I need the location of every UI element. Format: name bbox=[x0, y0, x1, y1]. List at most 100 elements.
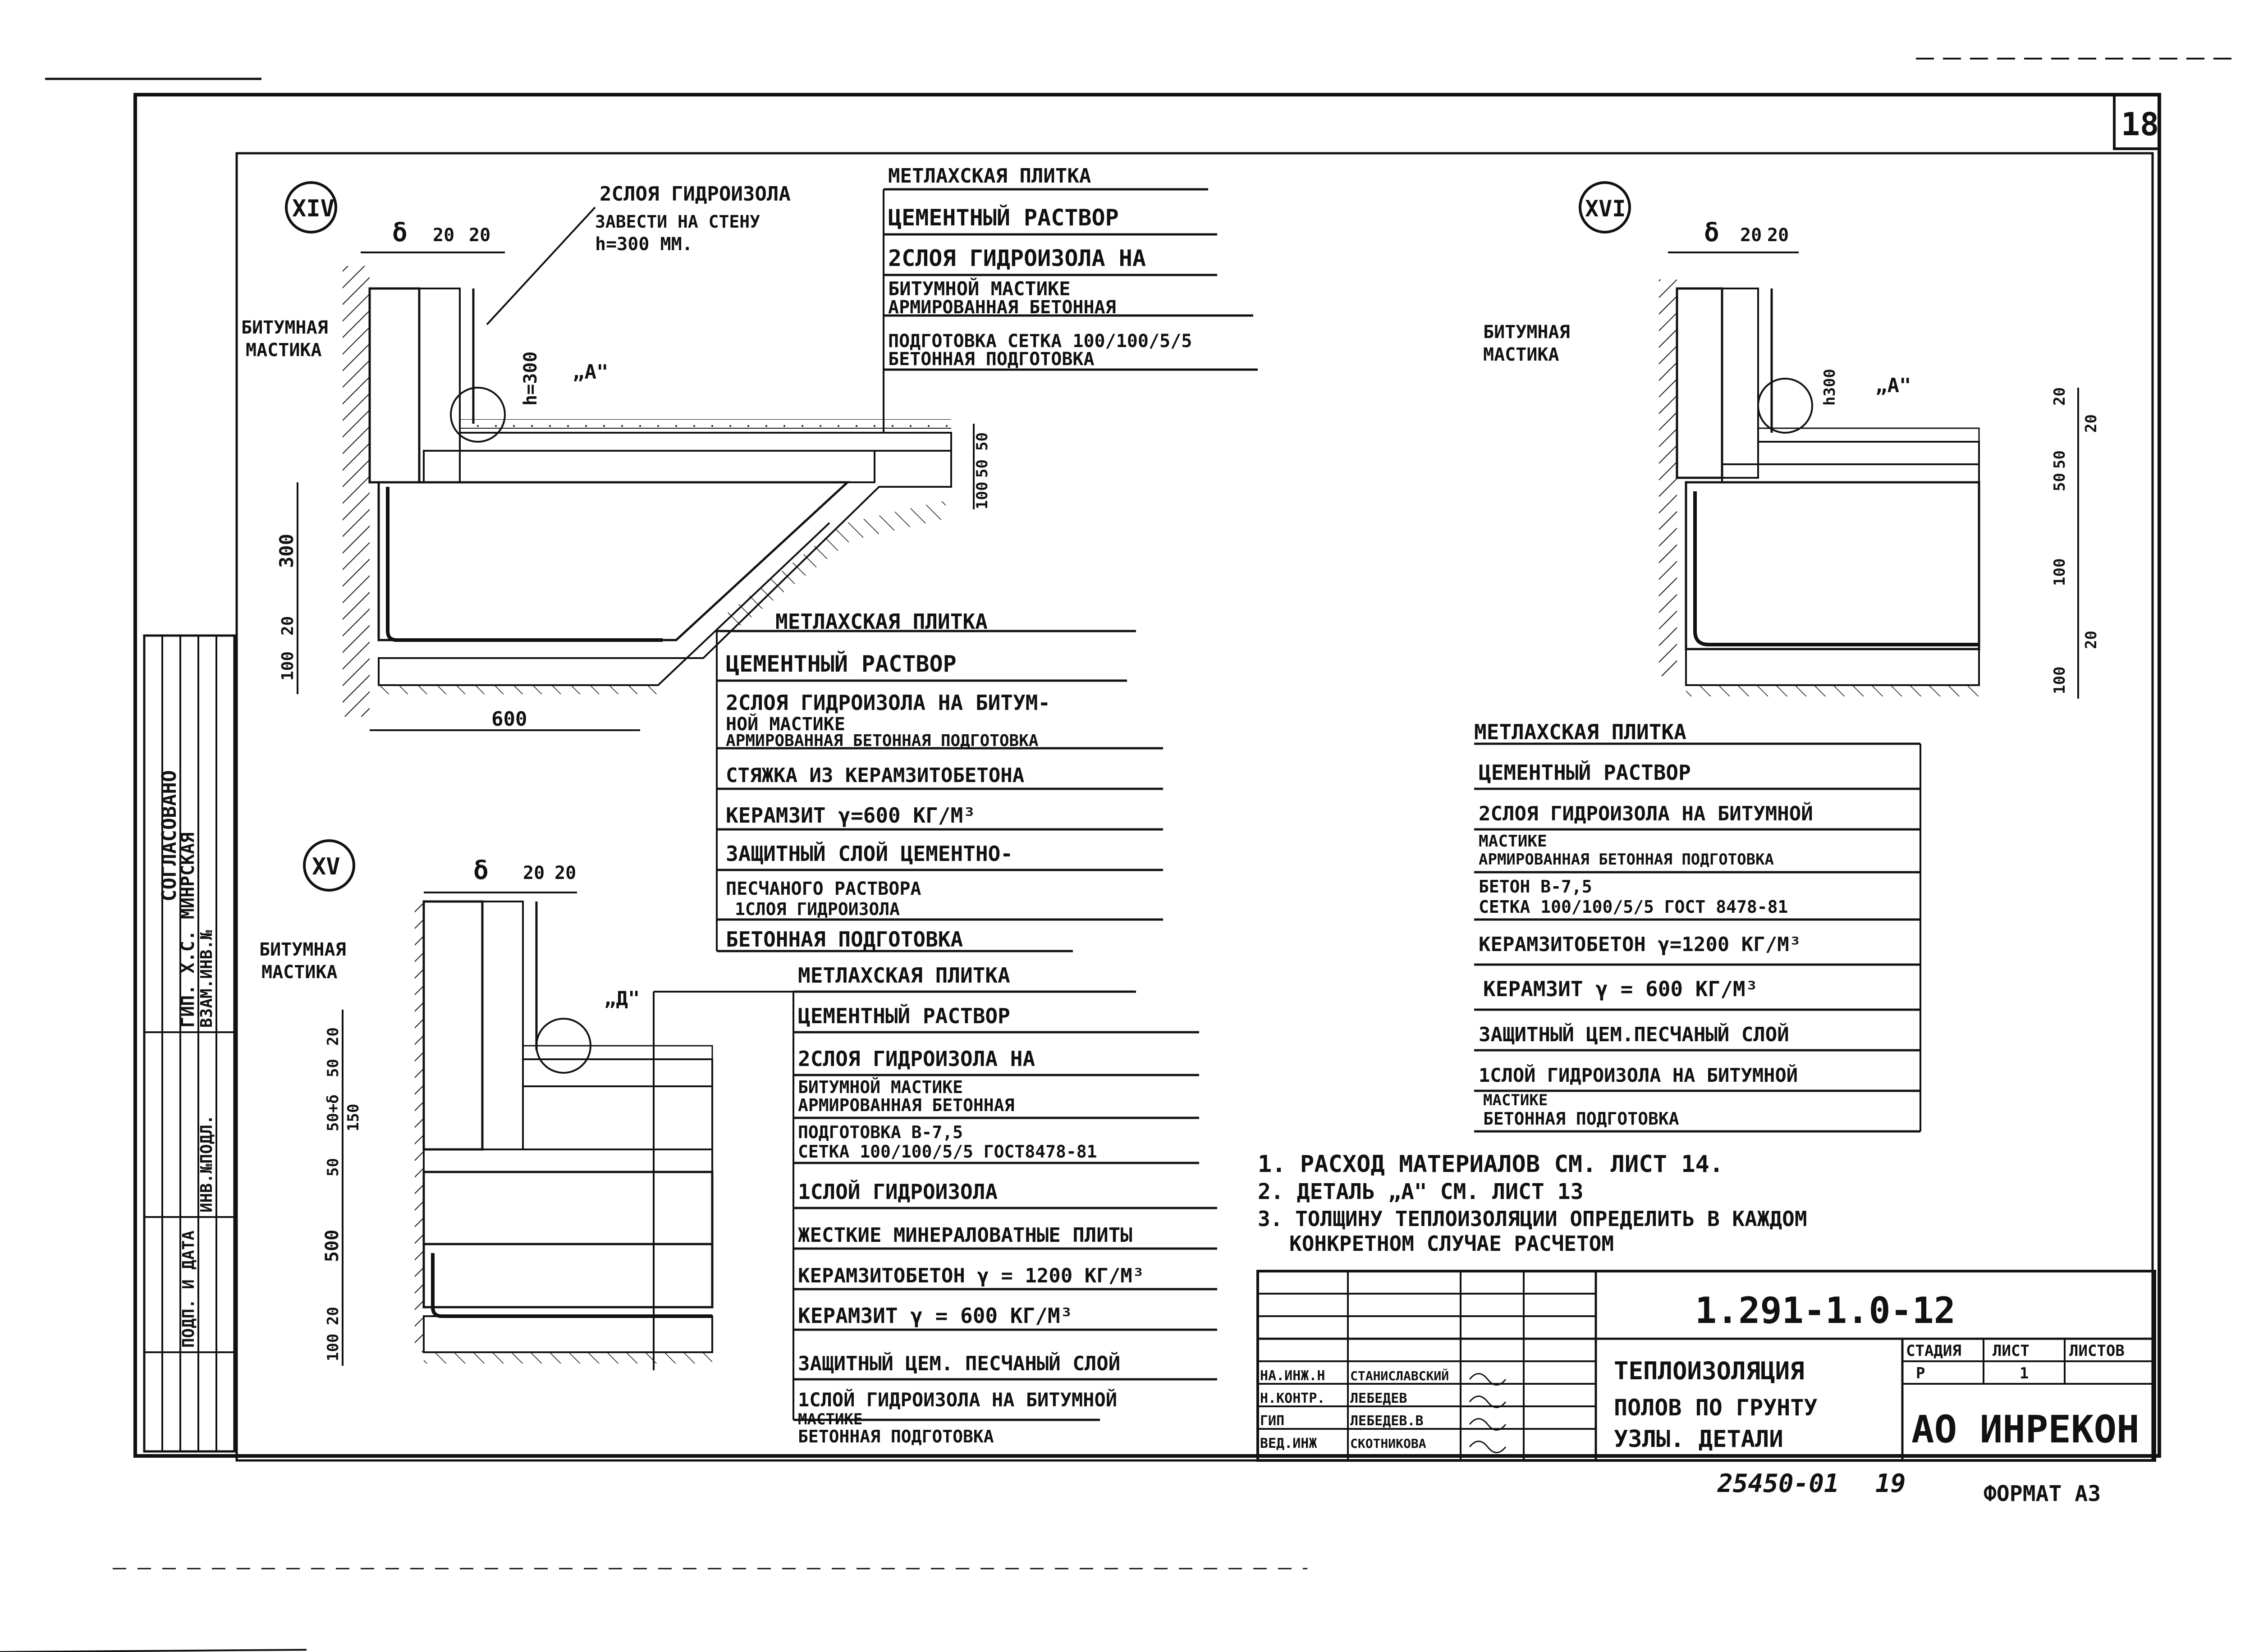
xiv-dim-r50a: 50 bbox=[973, 432, 991, 451]
xiv-upper-row-4: БИТУМНОЙ МАСТИКЕ bbox=[888, 277, 1071, 300]
xiv-dim-600: 600 bbox=[491, 708, 527, 731]
xvi-row-3: 2СЛОЯ ГИДРОИЗОЛА НА БИТУМНОЙ bbox=[1479, 801, 1813, 825]
staff-name-3: ЛЕБЕДЕВ.В bbox=[1350, 1413, 1424, 1429]
xvi-dim-r20a: 20 bbox=[2051, 387, 2069, 406]
xvi-row-10: ЗАЩИТНЫЙ ЦЕМ.ПЕСЧАНЫЙ СЛОЙ bbox=[1479, 1022, 1789, 1046]
xiv-lower-row-8: ЗАЩИТНЫЙ СЛОЙ ЦЕМЕНТНО- bbox=[726, 842, 1013, 866]
stamp-label-agreed: СОГЛАСОВАНО bbox=[158, 770, 181, 902]
xvi-dim-r100b: 100 bbox=[2051, 667, 2069, 694]
xvi-dim-r50b: 50 bbox=[2051, 473, 2069, 491]
xv-dim-20a: 20 bbox=[523, 863, 545, 883]
xv-mastic-2: МАСТИКА bbox=[261, 962, 338, 983]
drawing-border bbox=[235, 152, 2154, 1462]
xiv-dim-delta: δ bbox=[392, 218, 408, 247]
staff-role-2: Н.КОНТР. bbox=[1260, 1391, 1325, 1406]
sheet-value: 1 bbox=[2020, 1364, 2029, 1382]
note-4: КОНКРЕТНОМ СЛУЧАЕ РАСЧЕТОМ bbox=[1289, 1231, 1614, 1256]
xv-row-10: КЕРАМЗИТОБЕТОН γ = 1200 КГ/М³ bbox=[798, 1264, 1144, 1287]
bottom-code: 25450-01 bbox=[1717, 1469, 1839, 1498]
xiv-lower-row-9: ПЕСЧАНОГО РАСТВОРА bbox=[726, 879, 921, 899]
xv-dim-100: 100 bbox=[324, 1334, 342, 1361]
xv-dim-20b: 20 bbox=[324, 1307, 342, 1325]
xvi-dim-r100a: 100 bbox=[2051, 558, 2069, 586]
detail-xv: XV δ 20 20 БИТУМНАЯ МАСТИКА „Д" 20 50 50… bbox=[259, 839, 1217, 1446]
note-3: 3. ТОЛЩИНУ ТЕПЛОИЗОЛЯЦИИ ОПРЕДЕЛИТЬ В КА… bbox=[1258, 1207, 1807, 1231]
xiv-upper-row-3: 2СЛОЯ ГИДРОИЗОЛА НА bbox=[888, 245, 1146, 271]
title-line-2: ПОЛОВ ПО ГРУНТУ bbox=[1614, 1395, 1818, 1421]
xvi-row-2: ЦЕМЕНТНЫЙ РАСТВОР bbox=[1479, 760, 1691, 785]
stamp-label-gip: ГИП. Х.С. МИНРСКАЯ bbox=[178, 833, 198, 1028]
xvi-row-9: КЕРАМЗИТ γ = 600 КГ/М³ bbox=[1483, 977, 1758, 1001]
detail-xiv: XIV 2СЛОЯ ГИДРОИЗОЛА ЗАВЕСТИ НА СТЕНУ h=… bbox=[241, 165, 1258, 952]
xv-row-13: 1СЛОЙ ГИДРОИЗОЛА НА БИТУМНОЙ bbox=[798, 1388, 1117, 1411]
org-name: АО ИНРЕКОН bbox=[1911, 1407, 2139, 1451]
xiv-lower-legend: МЕТЛАХСКАЯ ПЛИТКА ЦЕМЕНТНЫЙ РАСТВОР 2СЛО… bbox=[716, 609, 1163, 952]
xvi-dim-delta: δ bbox=[1704, 218, 1719, 247]
xv-dim-50: 50 bbox=[324, 1059, 342, 1077]
xvi-mastic-1: БИТУМНАЯ bbox=[1483, 322, 1570, 343]
xv-row-8: 1СЛОЙ ГИДРОИЗОЛА bbox=[798, 1180, 998, 1204]
xiv-lower-row-1: МЕТЛАХСКАЯ ПЛИТКА bbox=[775, 609, 988, 634]
xiv-upper-row-1: МЕТЛАХСКАЯ ПЛИТКА bbox=[888, 165, 1091, 188]
xvi-row-4: МАСТИКЕ bbox=[1479, 832, 1547, 851]
xiv-lower-row-5: АРМИРОВАННАЯ БЕТОННАЯ ПОДГОТОВКА bbox=[726, 732, 1039, 750]
xiv-dim-r50b: 50 bbox=[973, 459, 991, 478]
xv-dim-20: 20 bbox=[324, 1027, 342, 1046]
xiv-mastic-2: МАСТИКА bbox=[246, 340, 322, 361]
xv-dim-20b: 20 bbox=[554, 863, 576, 883]
xv-row-11: КЕРАМЗИТ γ = 600 КГ/М³ bbox=[798, 1304, 1072, 1328]
xv-mastic-1: БИТУМНАЯ bbox=[259, 939, 346, 960]
detail-marker-xiv-label: XIV bbox=[292, 195, 334, 222]
xv-row-4: БИТУМНОЙ МАСТИКЕ bbox=[798, 1077, 963, 1097]
xv-row-2: ЦЕМЕНТНЫЙ РАСТВОР bbox=[798, 1004, 1010, 1028]
detail-marker-xvi bbox=[1579, 181, 1631, 233]
xiv-lower-row-6: СТЯЖКА ИЗ КЕРАМЗИТОБЕТОНА bbox=[726, 764, 1024, 787]
detail-marker-xvi-label: XVI bbox=[1585, 196, 1626, 222]
xiv-lower-row-3: 2СЛОЯ ГИДРОИЗОЛА НА БИТУМ- bbox=[726, 691, 1050, 715]
staff-role-1: НА.ИНЖ.Н bbox=[1260, 1368, 1325, 1384]
xiv-lower-row-2: ЦЕМЕНТНЫЙ РАСТВОР bbox=[726, 650, 957, 677]
xv-dim-delta: δ bbox=[473, 856, 489, 885]
xv-row-6: ПОДГОТОВКА В-7,5 bbox=[798, 1122, 963, 1142]
xvi-dim-h: h300 bbox=[1821, 369, 1839, 406]
xiv-dim-100: 100 bbox=[279, 651, 297, 681]
xvi-callout-a: „А" bbox=[1875, 374, 1911, 397]
xvi-row-8: КЕРАМЗИТОБЕТОН γ=1200 КГ/М³ bbox=[1479, 933, 1801, 956]
sheet-frame bbox=[133, 93, 2161, 1458]
title-line-3: УЗЛЫ. ДЕТАЛИ bbox=[1614, 1426, 1783, 1453]
detail-xvi: XVI δ 20 20 БИТУМНАЯ МАСТИКА h300 „А" 20… bbox=[1474, 181, 2100, 1133]
xvi-row-12: МАСТИКЕ bbox=[1483, 1091, 1548, 1109]
xiv-dim-20a: 20 bbox=[433, 225, 454, 246]
xiv-upper-legend: МЕТЛАХСКАЯ ПЛИТКА ЦЕМЕНТНЫЙ РАСТВОР 2СЛО… bbox=[883, 165, 1258, 433]
xv-legend: МЕТЛАХСКАЯ ПЛИТКА ЦЕМЕНТНЫЙ РАСТВОР 2СЛО… bbox=[793, 963, 1217, 1446]
xv-row-12: ЗАЩИТНЫЙ ЦЕМ. ПЕСЧАНЫЙ СЛОЙ bbox=[798, 1351, 1120, 1375]
xv-row-9: ЖЕСТКИЕ МИНЕРАЛОВАТНЫЕ ПЛИТЫ bbox=[798, 1224, 1132, 1247]
xiv-dim-20: 20 bbox=[279, 616, 297, 636]
xiv-callout-a: „А" bbox=[573, 361, 608, 384]
xvi-dim-r20c: 20 bbox=[2082, 631, 2100, 649]
stamp-label-inv: ИНВ.№ПОДЛ. bbox=[197, 1115, 216, 1213]
xiv-lower-row-7: КЕРАМЗИТ γ=600 КГ/М³ bbox=[726, 803, 976, 828]
xvi-dim-20b: 20 bbox=[1767, 225, 1789, 246]
stamp-label-replace: ВЗАМ.ИНВ.№ bbox=[197, 930, 216, 1028]
xvi-dim-r50a: 50 bbox=[2051, 450, 2069, 469]
xvi-row-13: БЕТОННАЯ ПОДГОТОВКА bbox=[1483, 1109, 1679, 1129]
staff-role-4: ВЕД.ИНЖ bbox=[1260, 1436, 1317, 1451]
xiv-upper-row-5: АРМИРОВАННАЯ БЕТОННАЯ bbox=[888, 297, 1116, 318]
format-label: ФОРМАТ А3 bbox=[1984, 1481, 2101, 1506]
xv-row-7: СЕТКА 100/100/5/5 ГОСТ8478-81 bbox=[798, 1142, 1097, 1162]
xiv-dim-h: h=300 bbox=[520, 352, 541, 406]
note-2: 2. ДЕТАЛЬ „А" СМ. ЛИСТ 13 bbox=[1258, 1179, 1583, 1204]
xv-dim-50d: 50+δ bbox=[324, 1094, 342, 1131]
xv-dim-50b: 50 bbox=[324, 1158, 342, 1176]
xv-dim-150: 150 bbox=[344, 1104, 362, 1131]
xiv-upper-row-2: ЦЕМЕНТНЫЙ РАСТВОР bbox=[888, 204, 1119, 231]
xiv-note-2: ЗАВЕСТИ НА СТЕНУ bbox=[595, 212, 760, 232]
detail-marker-xiv bbox=[285, 181, 337, 233]
sheet-number-box bbox=[2113, 93, 2161, 150]
xvi-row-11: 1СЛОЙ ГИДРОИЗОЛА НА БИТУМНОЙ bbox=[1479, 1064, 1798, 1086]
sheet-header: ЛИСТ bbox=[1993, 1342, 2030, 1360]
xv-row-5: АРМИРОВАННАЯ БЕТОННАЯ bbox=[798, 1095, 1014, 1115]
xiv-upper-row-7: БЕТОННАЯ ПОДГОТОВКА bbox=[888, 349, 1095, 370]
